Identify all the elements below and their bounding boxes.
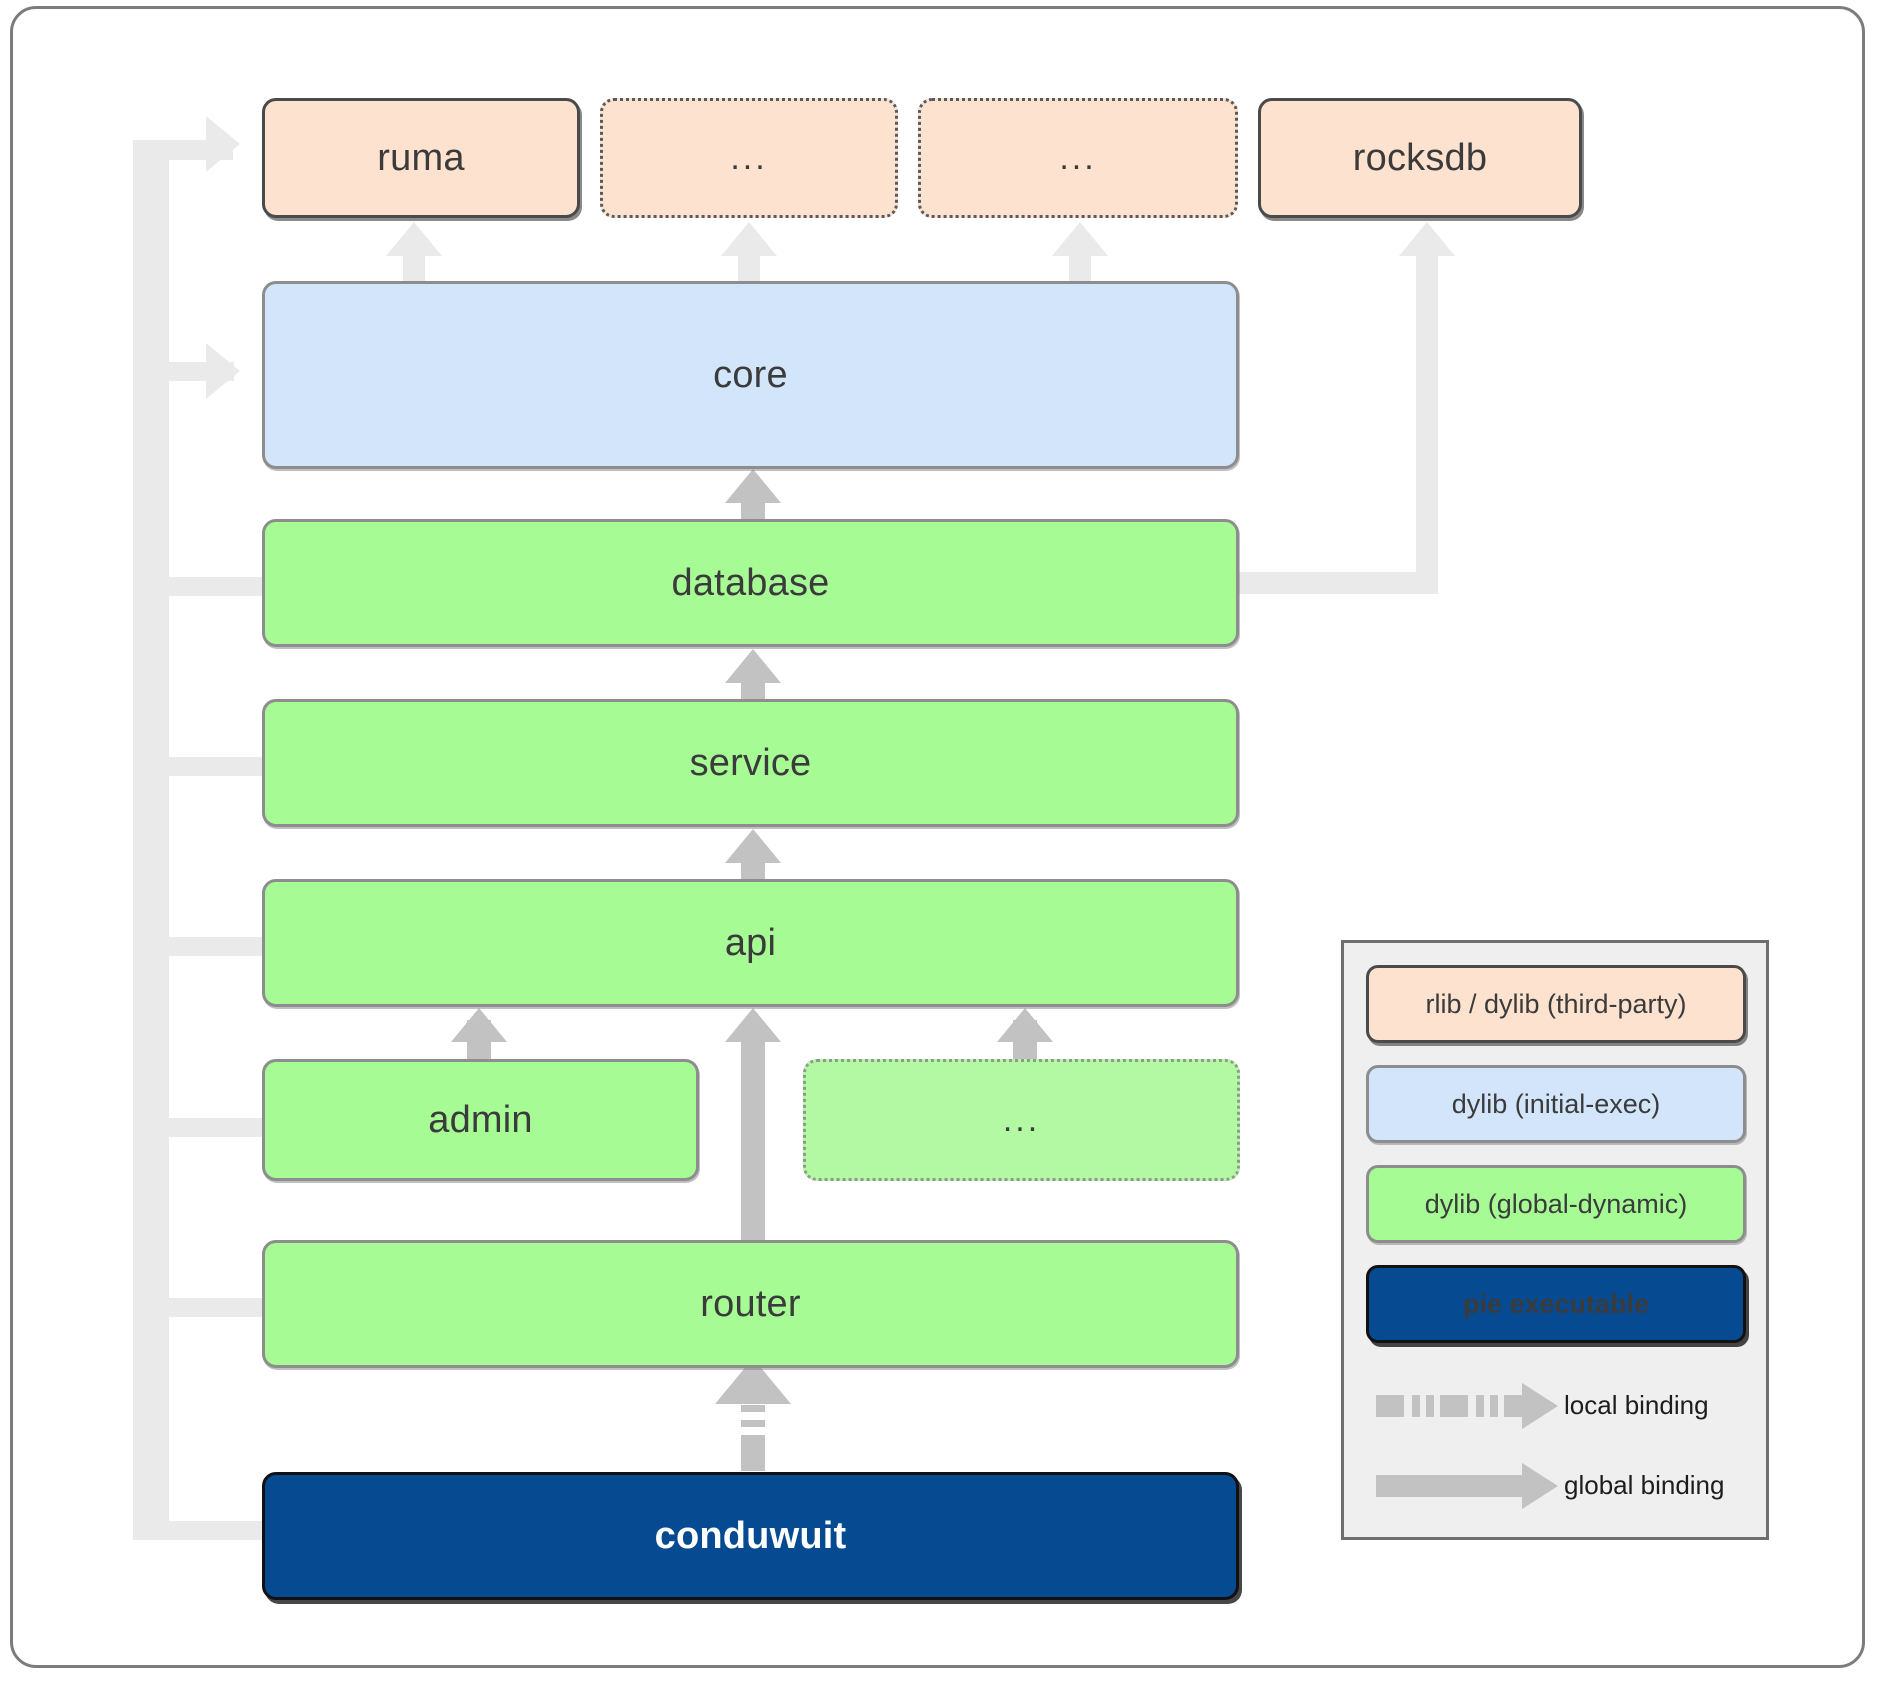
node-conduwuit-label: conduwuit <box>654 1514 847 1557</box>
node-service-label: service <box>689 741 812 784</box>
edge-conduwuit-spine-foot <box>133 1521 264 1540</box>
legend-swatch-third-party-label: rlib / dylib (third-party) <box>1425 988 1687 1019</box>
edge-conduwuit-router-horizontal <box>152 1298 264 1317</box>
edge-conduwuit-database-horizontal <box>152 577 264 596</box>
edge-router-api-arrowhead <box>725 1008 781 1042</box>
edge-database-core-shaft <box>741 500 765 522</box>
edge-router-api-shaft <box>741 1040 765 1245</box>
node-core-label: core <box>713 353 788 396</box>
node-admin[interactable]: admin <box>262 1059 699 1181</box>
edge-core-third-b-arrowhead <box>1052 222 1108 256</box>
node-conduwuit[interactable]: conduwuit <box>262 1472 1239 1600</box>
node-ruma[interactable]: ruma <box>262 98 580 218</box>
legend-swatch-global-dynamic: dylib (global-dynamic) <box>1366 1165 1746 1243</box>
edge-conduwuit-ruma-arrowhead <box>206 116 240 172</box>
node-admin-label: admin <box>428 1098 533 1141</box>
node-rocksdb[interactable]: rocksdb <box>1258 98 1582 218</box>
edge-conduwuit-router-shaft-seg3 <box>741 1405 765 1412</box>
edge-core-third-b-shaft <box>1069 252 1091 284</box>
legend-swatch-pie-executable: pie executable <box>1366 1265 1746 1343</box>
edge-database-core-arrowhead <box>725 469 781 503</box>
solid-arrow-icon <box>1376 1461 1558 1509</box>
legend-swatch-global-dynamic-label: dylib (global-dynamic) <box>1424 1188 1688 1219</box>
node-global-dynamic-placeholder[interactable]: ... <box>803 1059 1240 1181</box>
node-router-label: router <box>700 1282 801 1325</box>
node-third-party-placeholder-2-label: ... <box>1059 138 1097 177</box>
edge-conduwuit-service-horizontal <box>152 757 264 776</box>
node-ruma-label: ruma <box>377 136 465 179</box>
legend-swatch-pie-executable-label: pie executable <box>1462 1288 1650 1319</box>
edge-core-ruma-arrowhead <box>386 222 442 256</box>
edge-service-database-arrowhead <box>725 649 781 683</box>
node-global-dynamic-placeholder-label: ... <box>1002 1100 1041 1139</box>
node-third-party-placeholder-1[interactable]: ... <box>600 98 898 218</box>
legend-local-binding-label: local binding <box>1564 1389 1709 1420</box>
legend-panel: rlib / dylib (third-party) dylib (initia… <box>1341 940 1769 1540</box>
node-core[interactable]: core <box>262 281 1239 469</box>
node-service[interactable]: service <box>262 699 1239 827</box>
edge-conduwuit-api-horizontal <box>152 937 264 956</box>
legend-row-global-binding: global binding <box>1364 1455 1754 1515</box>
edge-conduwuit-spine-inner <box>152 160 169 1540</box>
node-third-party-placeholder-1-label: ... <box>730 138 768 177</box>
edge-conduwuit-core-arrowhead <box>206 343 240 399</box>
node-api[interactable]: api <box>262 879 1239 1007</box>
legend-swatch-third-party: rlib / dylib (third-party) <box>1366 965 1746 1043</box>
edge-conduwuit-router-shaft-seg2 <box>741 1420 765 1427</box>
legend-row-local-binding: local binding <box>1364 1375 1754 1435</box>
edge-core-third-a-shaft <box>738 252 760 284</box>
edge-core-ruma-shaft <box>403 252 425 284</box>
dashed-arrow-icon <box>1376 1381 1558 1429</box>
node-database[interactable]: database <box>262 519 1239 647</box>
edge-service-database-shaft <box>741 680 765 702</box>
node-third-party-placeholder-2[interactable]: ... <box>918 98 1238 218</box>
edge-admin-api-arrowhead <box>451 1008 507 1042</box>
edge-extra-api-arrowhead <box>997 1008 1053 1042</box>
node-rocksdb-label: rocksdb <box>1352 136 1488 179</box>
edge-database-rocksdb-vertical <box>1416 252 1438 594</box>
edge-core-third-a-arrowhead <box>721 222 777 256</box>
edge-database-rocksdb-arrowhead <box>1399 222 1455 256</box>
edge-conduwuit-admin-horizontal <box>152 1118 264 1137</box>
edge-conduwuit-router-shaft-seg1 <box>741 1435 765 1471</box>
legend-global-binding-label: global binding <box>1564 1469 1725 1500</box>
edge-conduwuit-ruma-vertical <box>133 140 153 1540</box>
edge-database-rocksdb-horizontal <box>1238 572 1438 594</box>
node-database-label: database <box>671 561 830 604</box>
node-router[interactable]: router <box>262 1240 1239 1368</box>
node-api-label: api <box>724 921 777 964</box>
edge-api-service-shaft <box>741 860 765 882</box>
legend-swatch-initial-exec-label: dylib (initial-exec) <box>1451 1088 1661 1119</box>
legend-swatch-initial-exec: dylib (initial-exec) <box>1366 1065 1746 1143</box>
edge-api-service-arrowhead <box>725 829 781 863</box>
